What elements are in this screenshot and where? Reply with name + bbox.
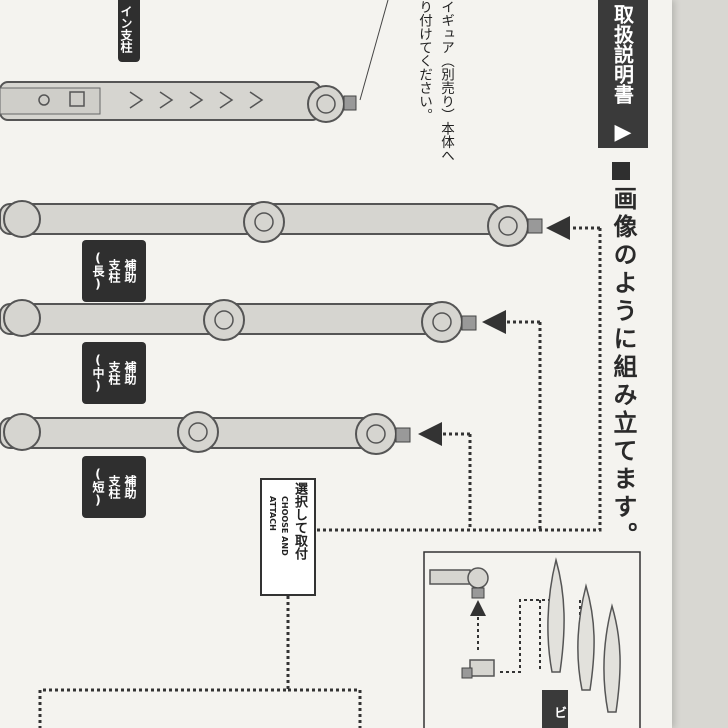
note-line-2: り付けてください。 <box>416 0 432 122</box>
manual-header-bar: 取扱説明書 <box>598 0 648 148</box>
choose-and-attach-box <box>260 478 316 596</box>
choose-attach-en: CHOOSE AND ATTACH <box>266 496 290 556</box>
instruction-title: 画像のように組み立てます。 <box>609 186 637 550</box>
aux-post-short <box>0 411 411 455</box>
aux-long-label-1: 補助 <box>123 259 137 283</box>
main-post-label: イン支柱 <box>118 0 140 62</box>
main-post <box>0 0 389 123</box>
aux-short-label-2: 支柱 <box>107 475 121 499</box>
aux-long-label: 補助 支柱 (長) <box>82 240 146 302</box>
aux-mid-label-3: (中) <box>91 353 105 393</box>
header-arrow-icon: ▶ <box>614 120 632 145</box>
aux-post-long <box>0 200 543 247</box>
aux-short-label-1: 補助 <box>123 475 137 499</box>
manual-title: 取扱説明書 <box>610 4 635 104</box>
note-line-1: イギュア（別売り）本体へ <box>438 0 454 162</box>
title-bullet-icon <box>612 162 630 180</box>
aux-mid-label-1: 補助 <box>123 361 137 385</box>
aux-mid-label-2: 支柱 <box>107 361 121 385</box>
choose-attach-en-1: CHOOSE AND <box>280 496 289 556</box>
aux-mid-label: 補助 支柱 (中) <box>82 342 146 404</box>
bottom-section-label: ビ <box>542 690 568 728</box>
inset-box <box>423 551 641 728</box>
aux-post-mid <box>0 299 477 343</box>
aux-short-label: 補助 支柱 (短) <box>82 456 146 518</box>
aux-long-label-3: (長) <box>91 251 105 291</box>
aux-short-label-3: (短) <box>91 467 105 507</box>
choose-attach-jp: 選択して取付 <box>292 482 307 560</box>
aux-long-label-2: 支柱 <box>107 259 121 283</box>
choose-attach-en-2: ATTACH <box>268 496 277 531</box>
dotted-connectors <box>38 216 602 728</box>
